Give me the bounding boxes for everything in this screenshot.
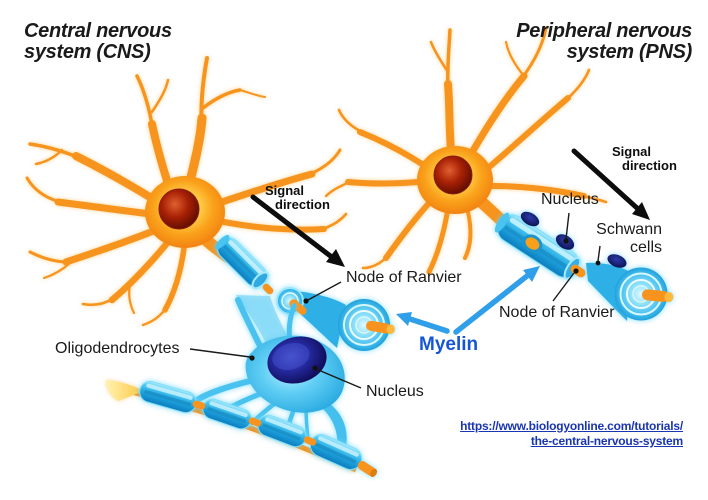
myelin-arrow-left [396,312,450,334]
cns-axon-myelin [215,235,395,351]
label-pointer-lines [189,212,601,389]
pns-title: Peripheral nervous system (PNS) [516,21,692,63]
cns-title-line2: system (CNS) [24,41,151,63]
source-link-line1[interactable]: https://www.biologyonline.com/tutorials/ [460,419,683,433]
pns-nucleus-soma [433,155,473,195]
schwann-cells-label: Schwann cells [596,221,662,256]
signal-direction-label-left: Signal direction [265,183,330,212]
oligodendrocyte-nucleus [267,336,327,384]
cns-myelin-cross-section [338,299,390,351]
myelin-arrow-right [453,266,540,335]
oligodendrocytes-label: Oligodendrocytes [55,340,180,357]
nucleus-label-pns: Nucleus [541,191,599,208]
pns-title-line1: Peripheral nervous [516,20,692,42]
pns-title-line2: system (PNS) [566,41,693,63]
cns-title: Central nervous system (CNS) [24,21,172,63]
lower-axon-myelin-segments [139,380,378,478]
node-of-ranvier-label-right: Node of Ranvier [499,304,615,321]
cns-title-line1: Central nervous [24,20,172,42]
node-of-ranvier-label-left: Node of Ranvier [346,269,462,286]
signal-direction-arrow-right [571,148,650,220]
signal-direction-label-right: Signal direction [612,144,677,173]
myelin-label: Myelin [419,334,479,355]
oligodendrocyte [194,295,347,462]
signal-direction-arrow-left [250,194,345,267]
nucleus-label-oligodendrocyte: Nucleus [366,383,424,400]
schwann-cell-nuclei [520,211,627,268]
cns-nucleus [158,188,200,230]
source-link-line2[interactable]: the-central-nervous-system [530,434,683,448]
pns-myelin-cross-section [614,267,668,321]
source-link[interactable]: https://www.biologyonline.com/tutorials/… [460,419,683,449]
